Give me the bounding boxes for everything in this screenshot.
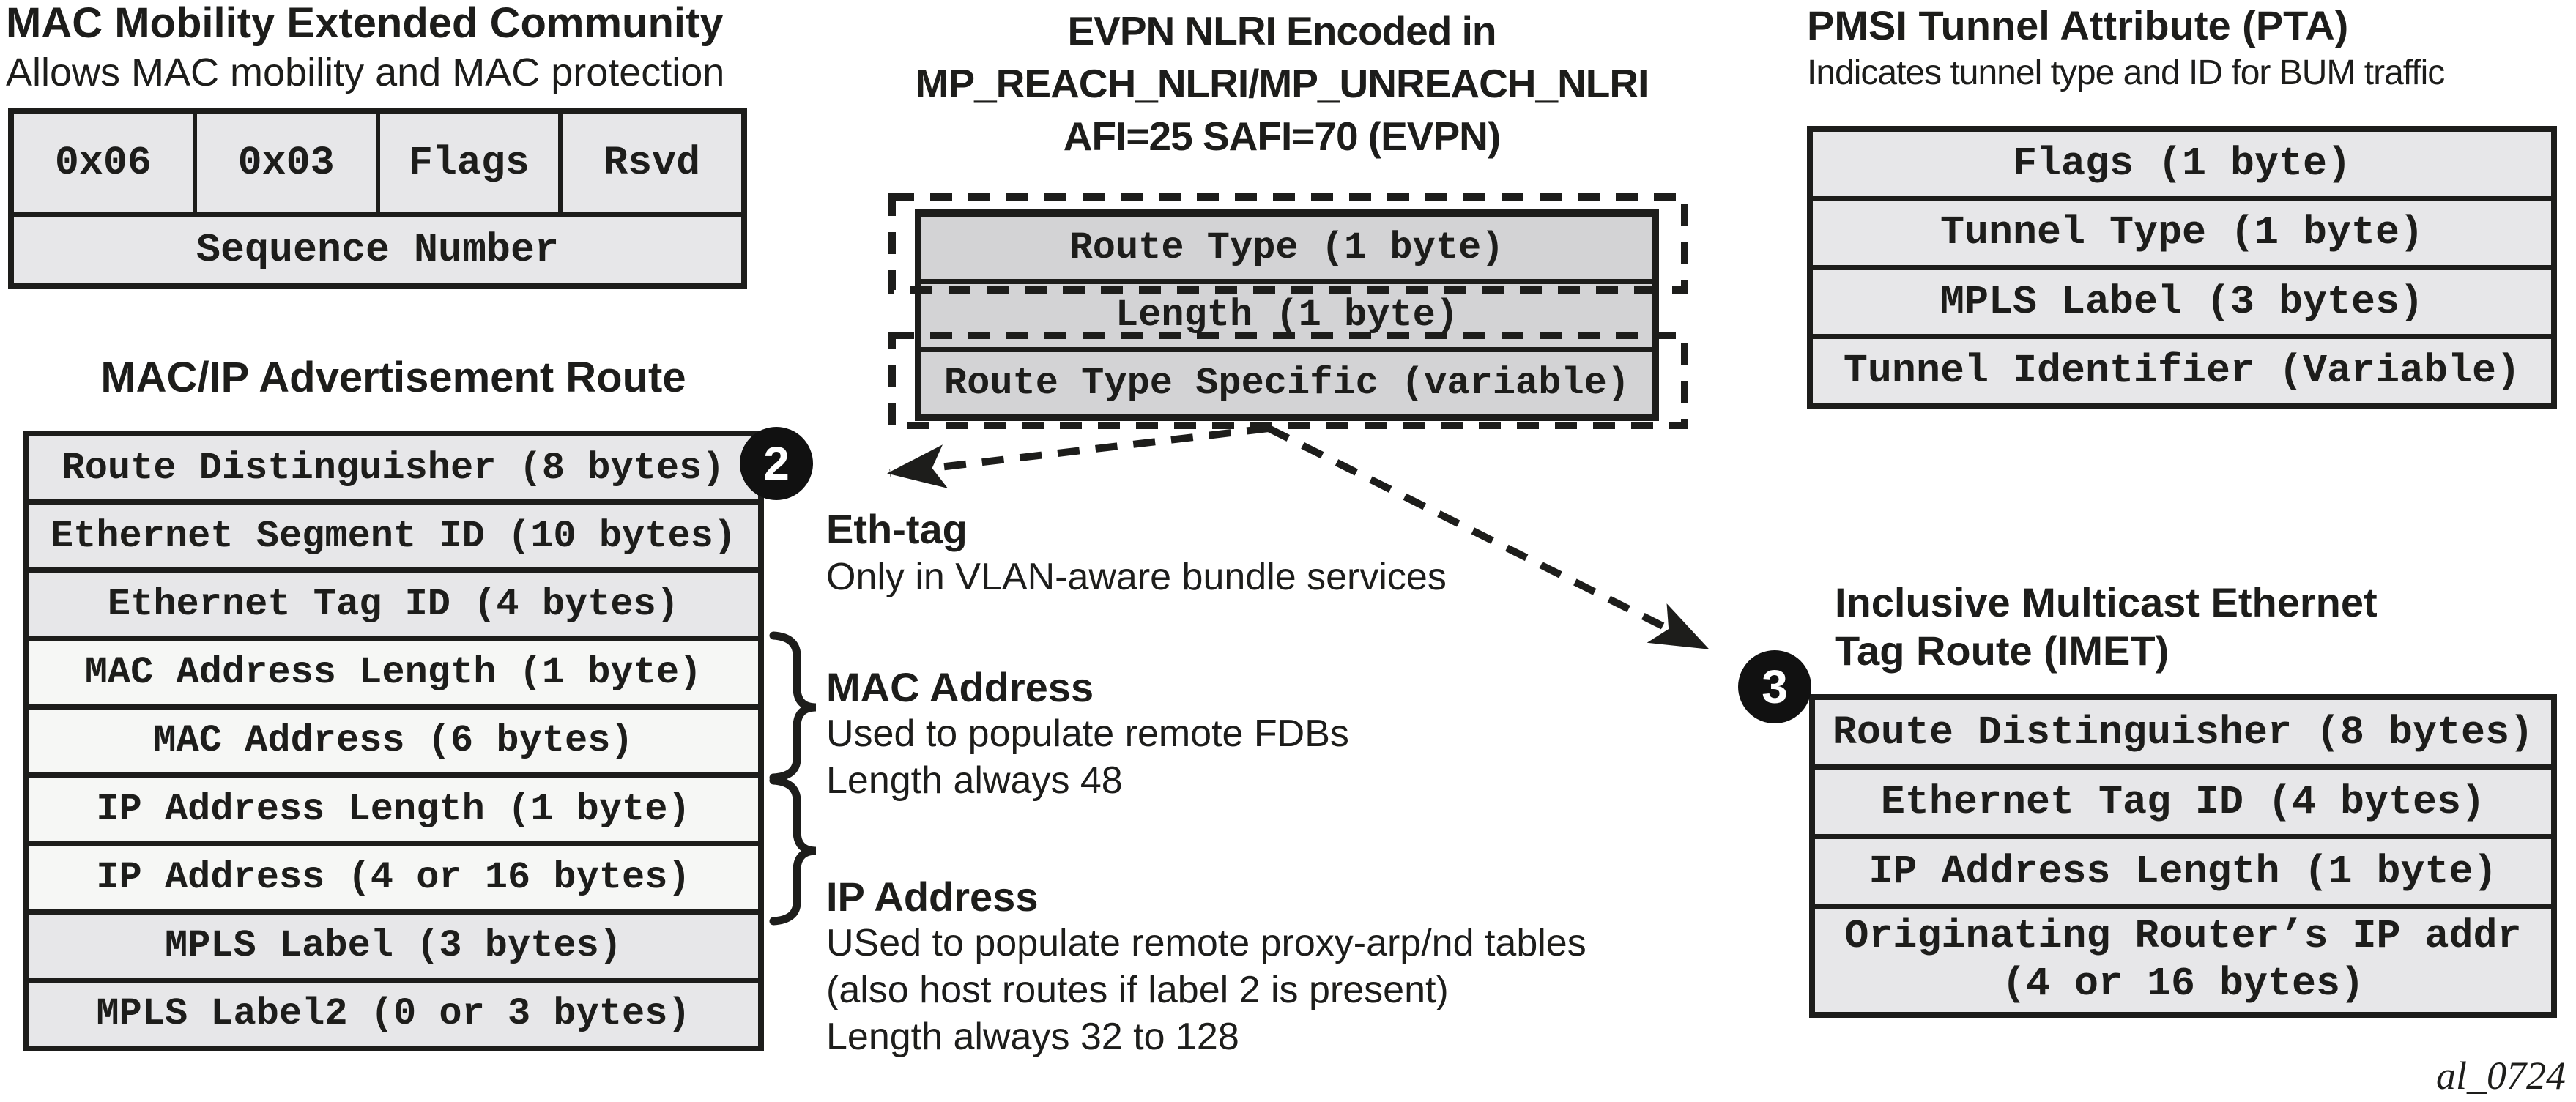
field-cell: Rsvd [558, 114, 741, 212]
field-row: Flags (1 byte) [1813, 132, 2551, 196]
field-row: IP Address Length (1 byte) [29, 772, 758, 841]
field-row: MPLS Label (3 bytes) [29, 909, 758, 978]
mac-mobility-table: 0x06 0x03 Flags Rsvd Sequence Number [8, 108, 747, 289]
mac-mobility-title: MAC Mobility Extended Community [6, 0, 724, 47]
evpn-nlri-table: Route Type (1 byte) Length (1 byte) Rout… [915, 209, 1659, 421]
mac-address-note-1: Used to populate remote FDBs [826, 712, 1349, 755]
callout-number: 3 [1762, 660, 1788, 713]
field-row: Ethernet Segment ID (10 bytes) [29, 499, 758, 568]
ip-address-note-2: (also host routes if label 2 is present) [826, 969, 1449, 1011]
field-row: IP Address (4 or 16 bytes) [29, 841, 758, 909]
imet-title-line1: Inclusive Multicast Ethernet [1835, 579, 2378, 625]
field-row: Route Distinguisher (8 bytes) [29, 436, 758, 500]
evpn-nlri-title: EVPN NLRI Encoded in MP_REACH_NLRI/MP_UN… [864, 4, 1699, 163]
pta-table: Flags (1 byte) Tunnel Type (1 byte) MPLS… [1807, 126, 2557, 409]
field-row: Route Distinguisher (8 bytes) [1815, 700, 2551, 765]
ip-address-note-1: USed to populate remote proxy-arp/nd tab… [826, 922, 1586, 964]
figure-code: al_0724 [2435, 1054, 2566, 1098]
field-cell: Flags [375, 114, 559, 212]
pta-title: PMSI Tunnel Attribute (PTA) [1807, 2, 2349, 48]
ip-address-note-3: Length always 32 to 128 [826, 1016, 1239, 1058]
field-row: MPLS Label2 (0 or 3 bytes) [29, 977, 758, 1046]
field-row: Ethernet Tag ID (4 bytes) [1815, 764, 2551, 835]
field-row: Ethernet Tag ID (4 bytes) [29, 567, 758, 636]
field-row: Originating Router’s IP addr (4 or 16 by… [1815, 904, 2551, 1013]
field-row: Length (1 byte) [921, 279, 1652, 347]
field-row-line1: Originating Router’s IP addr [1844, 912, 2522, 959]
dashed-arrow-to-imet-icon [1266, 425, 1710, 652]
ip-address-heading: IP Address [826, 874, 1039, 920]
field-cell: 0x06 [14, 114, 193, 212]
imet-title-line2: Tag Route (IMET) [1835, 628, 2169, 674]
field-row: IP Address Length (1 byte) [1815, 834, 2551, 904]
mac-mobility-row1: 0x06 0x03 Flags Rsvd [14, 114, 741, 212]
brace-mac-address-icon [769, 631, 817, 782]
field-cell: 0x03 [192, 114, 376, 212]
field-row: Route Type (1 byte) [921, 217, 1652, 280]
dashed-arrow-to-macip-icon [887, 425, 1269, 488]
field-row: Route Type Specific (variable) [921, 346, 1652, 414]
eth-tag-heading: Eth-tag [826, 506, 968, 552]
field-row: MPLS Label (3 bytes) [1813, 264, 2551, 334]
evpn-nlri-title-line3: AFI=25 SAFI=70 (EVPN) [1063, 113, 1501, 159]
mac-mobility-subtitle: Allows MAC mobility and MAC protection [6, 51, 725, 94]
evpn-nlri-title-line1: EVPN NLRI Encoded in [1067, 8, 1496, 53]
callout-number: 2 [763, 437, 790, 490]
imet-table: Route Distinguisher (8 bytes) Ethernet T… [1809, 694, 2557, 1018]
brace-ip-address-icon [769, 776, 817, 926]
field-row: MAC Address (6 bytes) [29, 704, 758, 773]
mac-address-heading: MAC Address [826, 664, 1094, 710]
macip-route-table: Route Distinguisher (8 bytes) Ethernet S… [23, 431, 764, 1051]
field-row: MAC Address Length (1 byte) [29, 636, 758, 704]
evpn-nlri-title-line2: MP_REACH_NLRI/MP_UNREACH_NLRI [915, 61, 1649, 106]
macip-route-title: MAC/IP Advertisement Route [100, 354, 686, 401]
field-row: Tunnel Type (1 byte) [1813, 196, 2551, 265]
field-row-line2: (4 or 16 bytes) [2001, 960, 2365, 1007]
callout-circle-3: 3 [1738, 650, 1811, 723]
pta-subtitle: Indicates tunnel type and ID for BUM tra… [1807, 53, 2445, 92]
eth-tag-note: Only in VLAN-aware bundle services [826, 556, 1447, 598]
mac-address-note-2: Length always 48 [826, 759, 1123, 802]
field-row: Tunnel Identifier (Variable) [1813, 333, 2551, 403]
imet-title: Inclusive Multicast Ethernet Tag Route (… [1835, 578, 2378, 675]
callout-circle-2: 2 [740, 427, 813, 500]
field-row: Sequence Number [14, 211, 741, 283]
